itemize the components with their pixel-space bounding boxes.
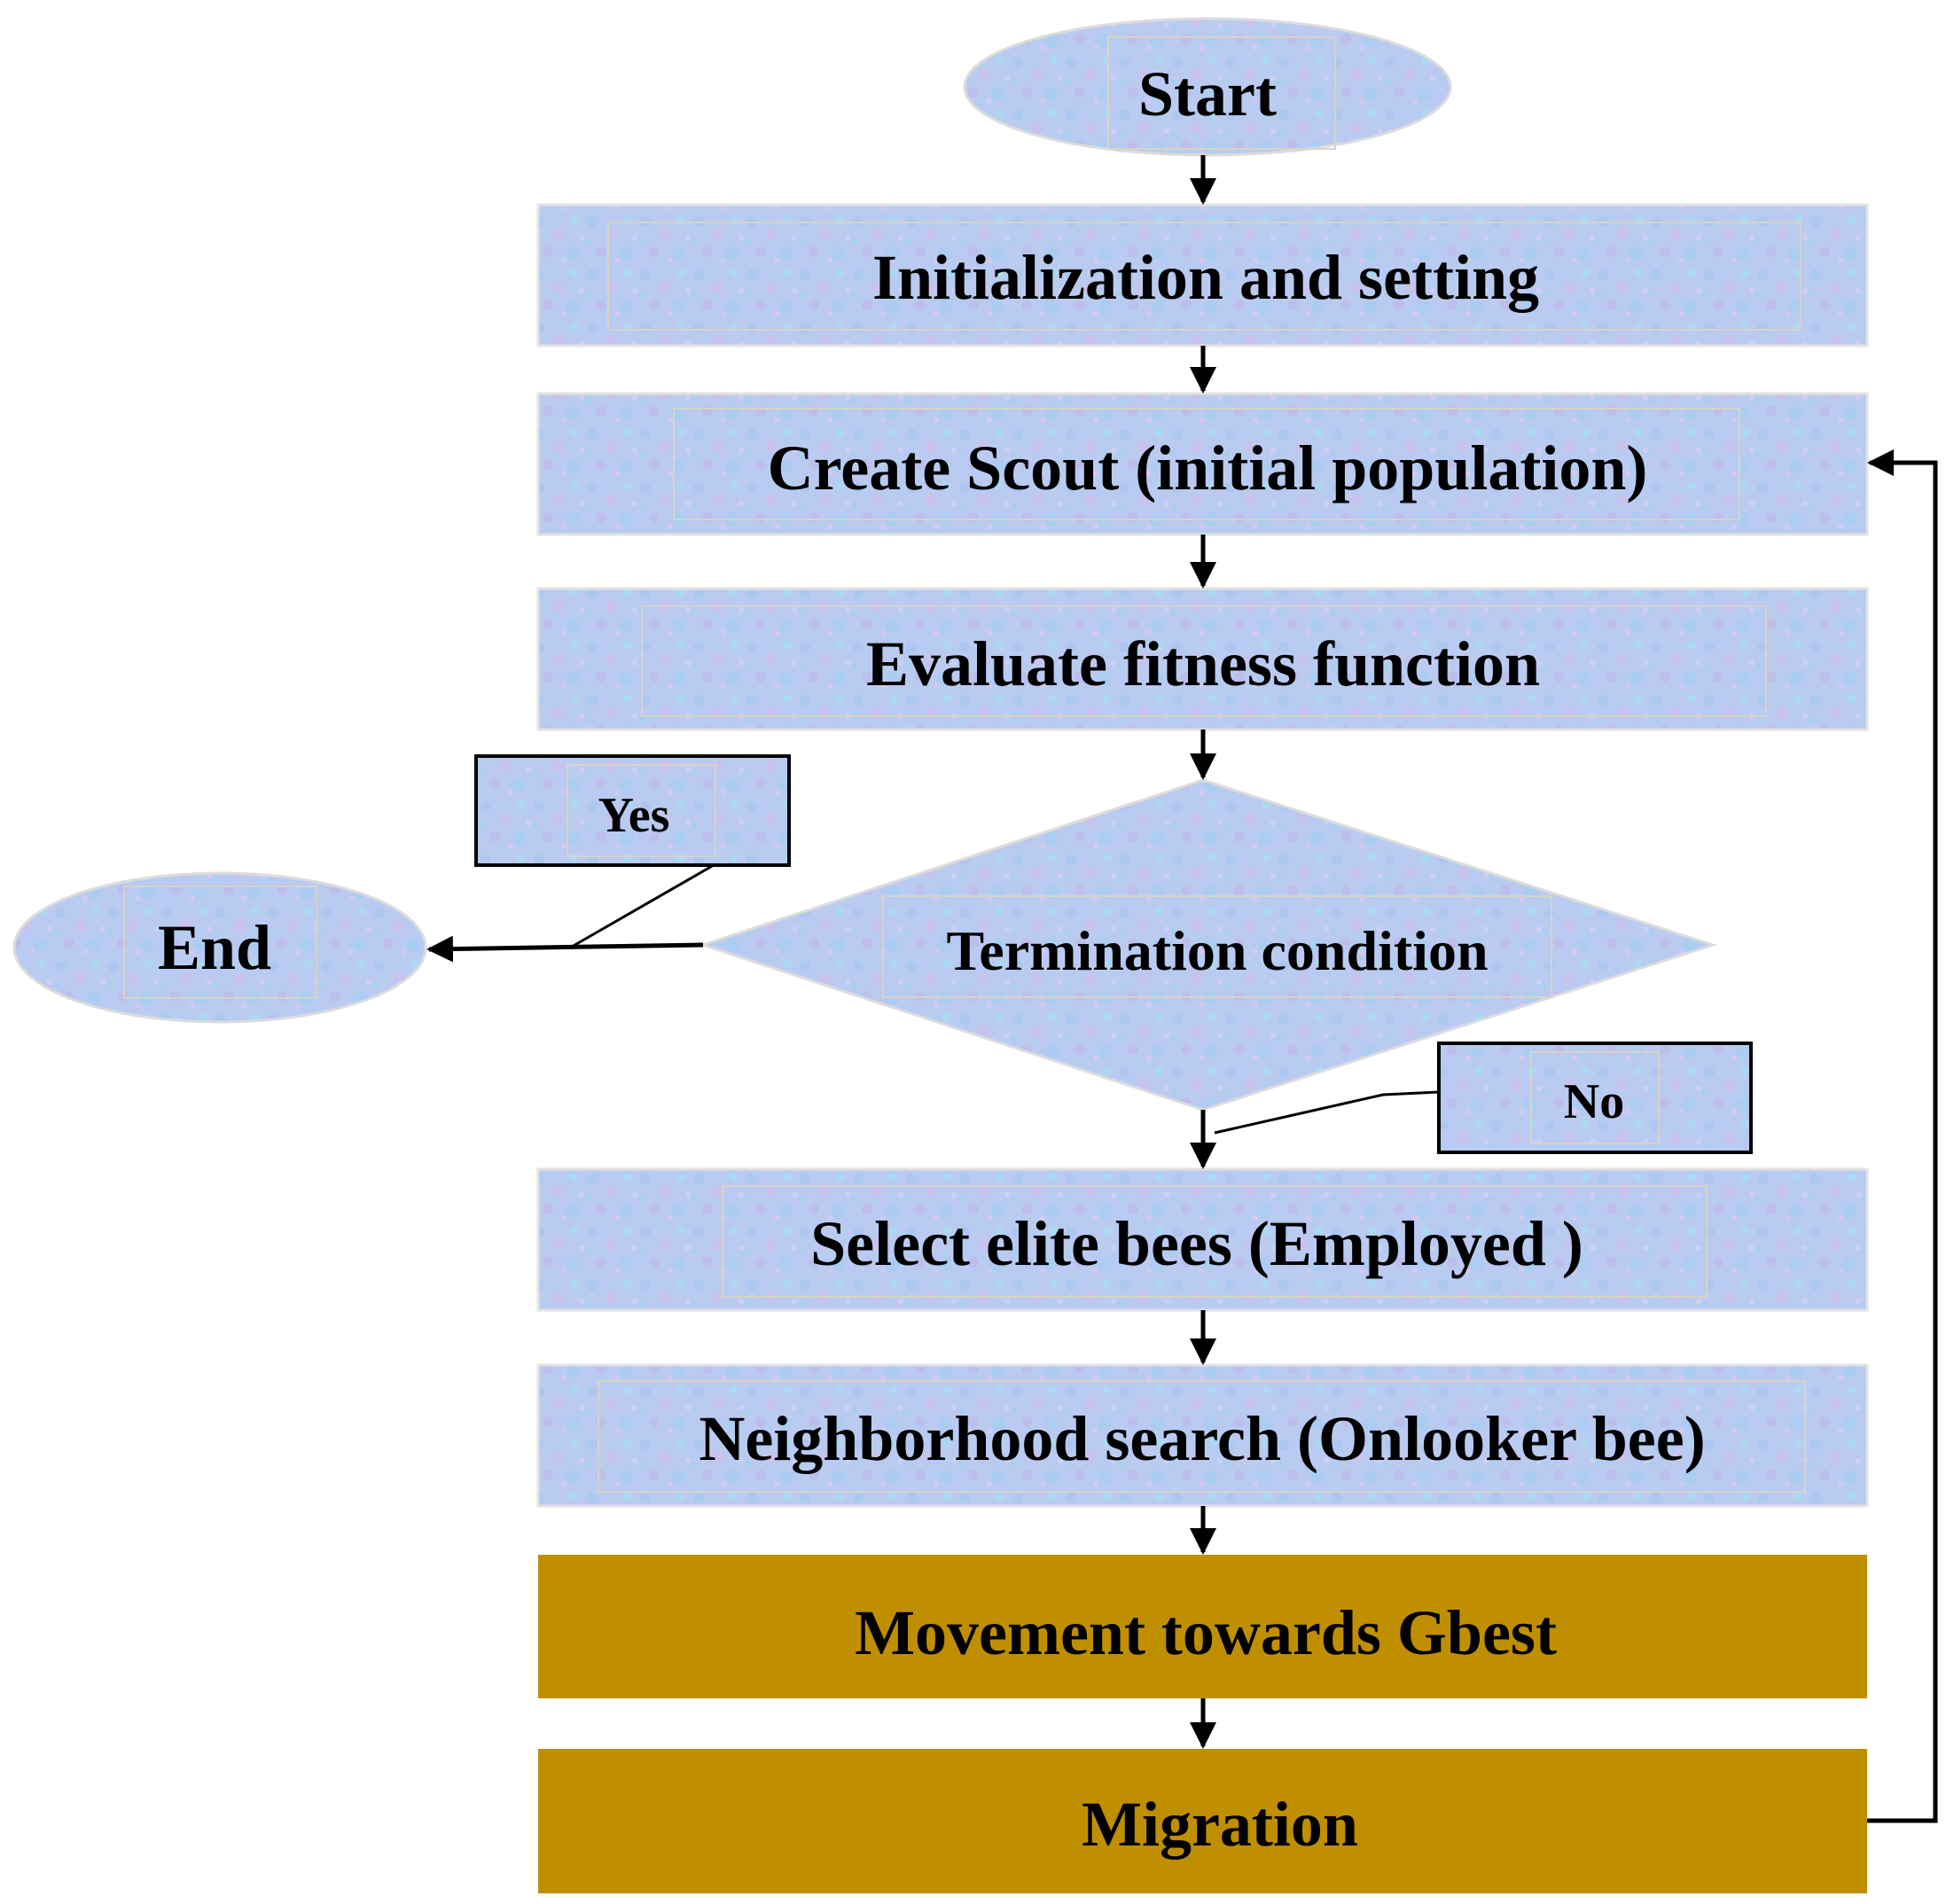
migration-box: Migration [538, 1749, 1867, 1893]
yes-leader-line [571, 863, 715, 948]
yes-label: Yes [598, 788, 670, 843]
end-label: End [158, 912, 271, 983]
scout-box: Create Scout (initial population) [536, 392, 1869, 536]
yes-label-box: Yes [474, 754, 791, 867]
arrow-termination-end [426, 935, 704, 963]
no-label: No [1564, 1074, 1624, 1129]
connectors [426, 155, 1938, 1823]
elite-box: Select elite bees (Employed ) [536, 1167, 1869, 1312]
start-node: Start [963, 17, 1452, 157]
end-node: End [12, 871, 427, 1024]
neighborhood-label: Neighborhood search (Onlooker bee) [699, 1403, 1705, 1474]
termination-label: Termination condition [946, 919, 1488, 982]
evaluate-label: Evaluate fitness function [866, 628, 1540, 699]
scout-label: Create Scout (initial population) [768, 433, 1648, 503]
start-label: Start [1138, 59, 1277, 129]
arrow-migration-loop [1867, 449, 1938, 1823]
no-label-box: No [1437, 1042, 1753, 1154]
migration-label: Migration [1082, 1789, 1358, 1860]
init-label: Initialization and setting [872, 242, 1539, 313]
elite-label: Select elite bees (Employed ) [810, 1208, 1583, 1279]
no-leader-line [1214, 1090, 1440, 1135]
evaluate-box: Evaluate fitness function [536, 587, 1869, 731]
movement-label: Movement towards Gbest [855, 1597, 1557, 1668]
callout-lines [571, 863, 1440, 1135]
init-box: Initialization and setting [536, 203, 1869, 347]
movement-box: Movement towards Gbest [538, 1555, 1867, 1698]
neighborhood-box: Neighborhood search (Onlooker bee) [536, 1363, 1869, 1508]
